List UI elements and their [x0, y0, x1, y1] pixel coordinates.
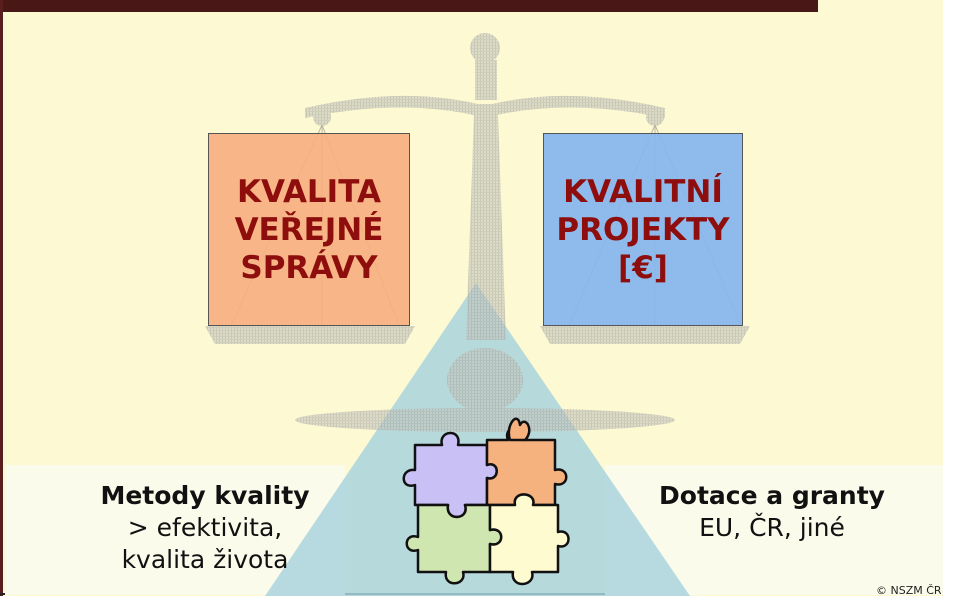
subsidies-grants-label: Dotace a granty EU, ČR, jiné — [622, 480, 922, 544]
box-right-line-3: [€] — [618, 249, 668, 286]
box-left-line-2: VEŘEJNÉ — [234, 211, 384, 248]
quality-projects-box: KVALITNÍ PROJEKTY [€] — [543, 133, 743, 326]
quality-methods-title: Metody kvality — [100, 481, 310, 510]
subsidies-grants-line-1: EU, ČR, jiné — [699, 513, 845, 542]
quality-methods-label: Metody kvality > efektivita, kvalita živ… — [55, 480, 355, 576]
box-left-line-3: SPRÁVY — [240, 249, 378, 286]
quality-methods-line-1: > efektivita, — [127, 513, 283, 542]
box-right-line-2: PROJEKTY — [556, 211, 730, 248]
box-left-line-1: KVALITA — [237, 173, 381, 210]
box-right-line-1: KVALITNÍ — [563, 173, 723, 210]
puzzle-icon — [402, 417, 570, 586]
title-bar — [0, 0, 818, 12]
triangle-shape — [265, 283, 690, 596]
balance-scale-icon — [205, 33, 750, 432]
copyright-credit: © NSZM ČR — [876, 584, 942, 597]
subsidies-grants-title: Dotace a granty — [659, 481, 885, 510]
public-administration-quality-box: KVALITA VEŘEJNÉ SPRÁVY — [208, 133, 410, 326]
quality-methods-line-2: kvalita života — [121, 545, 289, 574]
puzzle-piece-green — [405, 503, 503, 585]
puzzle-piece-yellow — [488, 493, 570, 586]
right-margin — [943, 0, 953, 602]
left-border — [0, 0, 3, 596]
